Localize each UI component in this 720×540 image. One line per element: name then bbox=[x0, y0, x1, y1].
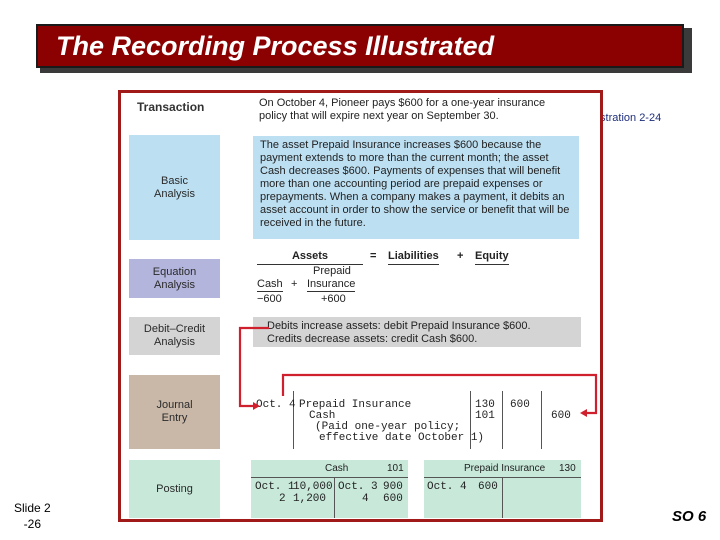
illustration-label: Illustration 2-24 bbox=[586, 112, 662, 124]
journal-rule-credit bbox=[541, 391, 542, 449]
cash-debit-amount-1: 10,000 bbox=[293, 481, 333, 493]
debit-credit-to-journal-arrow bbox=[238, 326, 269, 408]
prepaid-t-vertical bbox=[502, 477, 503, 518]
prepaid-debit-date-1: Oct. 4 bbox=[427, 481, 467, 493]
prepaid-debit-amount-1: 600 bbox=[478, 481, 498, 493]
title-bar: The Recording Process Illustrated bbox=[36, 24, 684, 68]
prepaid-account-title: Prepaid Insurance bbox=[464, 463, 546, 474]
basic-analysis-label: Basic Analysis bbox=[129, 135, 220, 240]
cash-debit-date-1: Oct. 1 bbox=[255, 481, 295, 493]
cash-debit-date-2: 2 bbox=[279, 493, 286, 505]
liabilities-heading: Liabilities bbox=[388, 250, 439, 265]
debit-credit-arrowhead bbox=[253, 402, 260, 410]
journal-debit-amount: 600 bbox=[510, 399, 530, 411]
cash-account-title: Cash bbox=[325, 463, 349, 474]
cash-credit-amount-1: 900 bbox=[383, 481, 403, 493]
transaction-label: Transaction bbox=[137, 100, 205, 114]
prepaid-change-value: +600 bbox=[321, 293, 346, 305]
prepaid-label-top: Prepaid bbox=[313, 265, 351, 277]
basic-analysis-text: The asset Prepaid Insurance increases $6… bbox=[260, 139, 570, 229]
plus-sign: + bbox=[457, 250, 464, 262]
slide-title: The Recording Process Illustrated bbox=[56, 31, 495, 61]
journal-rule-debit bbox=[502, 391, 503, 449]
debit-credit-box bbox=[253, 317, 581, 347]
study-objective: SO 6 bbox=[672, 508, 707, 525]
cash-debit-amount-2: 1,200 bbox=[293, 493, 327, 505]
equity-heading: Equity bbox=[475, 250, 509, 265]
journal-arrowhead bbox=[580, 409, 587, 417]
cash-change-value: −600 bbox=[257, 293, 282, 305]
transaction-text: On October 4, Pioneer pays $600 for a on… bbox=[259, 97, 546, 122]
debit-credit-analysis-label: Debit–Credit Analysis bbox=[129, 317, 220, 355]
journal-explanation-1: (Paid one-year policy; bbox=[315, 421, 461, 433]
cash-t-vertical bbox=[334, 477, 335, 518]
prepaid-account-number: 130 bbox=[559, 463, 576, 474]
journal-to-posting-arrow bbox=[281, 373, 598, 415]
journal-rule-ref bbox=[470, 391, 471, 449]
journal-date: Oct. 4 bbox=[256, 399, 296, 411]
journal-debit-account: Prepaid Insurance bbox=[299, 399, 412, 411]
journal-credit-account: Cash bbox=[309, 410, 336, 422]
posting-label: Posting bbox=[129, 460, 220, 518]
assets-heading: Assets bbox=[257, 250, 363, 265]
recording-process-figure: Transaction On October 4, Pioneer pays $… bbox=[118, 90, 603, 522]
cash-plus-sign: + bbox=[291, 278, 298, 290]
basic-analysis-box bbox=[253, 136, 579, 239]
debit-credit-text: Debits increase assets: debit Prepaid In… bbox=[267, 320, 531, 345]
posting-arrows bbox=[238, 326, 598, 417]
journal-entry-label: Journal Entry bbox=[129, 375, 220, 449]
journal-rule-date bbox=[293, 391, 294, 449]
cash-t-account bbox=[251, 460, 408, 518]
journal-credit-amount: 600 bbox=[551, 410, 571, 422]
cash-label: Cash bbox=[257, 278, 283, 292]
journal-ref-credit: 101 bbox=[475, 410, 495, 422]
cash-credit-amount-2: 600 bbox=[383, 493, 403, 505]
prepaid-label-bottom: Insurance bbox=[307, 278, 356, 292]
slide-number: Slide 2 -26 bbox=[14, 501, 51, 531]
equation-analysis-label: Equation Analysis bbox=[129, 259, 220, 298]
journal-ref-debit: 130 bbox=[475, 399, 495, 411]
journal-explanation-2: effective date October 1) bbox=[319, 432, 485, 444]
cash-t-horizontal bbox=[251, 477, 408, 478]
cash-credit-date-1: Oct. 3 bbox=[338, 481, 378, 493]
cash-credit-date-2: 4 bbox=[362, 493, 369, 505]
cash-account-number: 101 bbox=[387, 463, 404, 474]
equals-sign: = bbox=[370, 250, 377, 262]
